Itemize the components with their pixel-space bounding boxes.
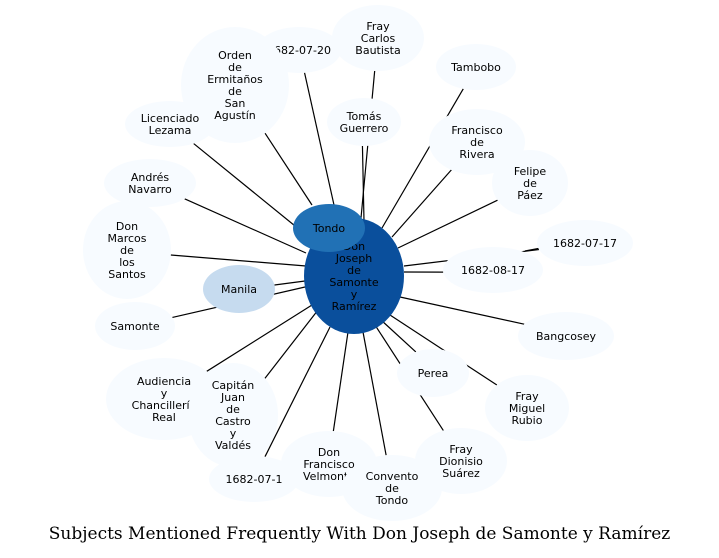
edge-manila — [274, 280, 306, 286]
node-label-bangcosey: Bangcosey — [536, 330, 597, 343]
edge-extra-1682-07-17 — [524, 247, 542, 252]
node-shape-marcos — [83, 201, 171, 299]
node-shape-perea — [397, 349, 469, 397]
node-label-manila: Manila — [221, 283, 257, 296]
edge-licenciado — [193, 143, 301, 231]
node-label-1682-08-17: 1682-08-17 — [461, 264, 525, 277]
edge-orden — [264, 132, 313, 206]
edge-capitan — [264, 309, 319, 379]
node-1682-07-17: 1682-07-17 — [537, 220, 633, 266]
node-shape-fray-carlos — [332, 5, 424, 71]
edge-tambobo — [381, 88, 464, 229]
edge-1682-07-20 — [303, 72, 335, 206]
node-shape-bangcosey — [518, 312, 614, 360]
node-shape-felipe — [492, 150, 568, 216]
node-label-tambobo: Tambobo — [450, 61, 501, 74]
node-perea: Perea — [397, 349, 469, 397]
node-shape-licenciado — [125, 101, 215, 147]
node-shape-francisco-rivera — [429, 109, 525, 175]
node-label-tondo: Tondo — [312, 222, 346, 235]
edge-marcos — [170, 254, 307, 267]
edge-velmonte — [332, 331, 349, 432]
node-tondo: Tondo — [293, 204, 365, 252]
node-manila: Manila — [203, 265, 275, 313]
node-shape-1682-07-1x — [209, 456, 299, 502]
edge-bangcosey — [399, 296, 525, 325]
diagram-caption: Subjects Mentioned Frequently With Don J… — [48, 524, 671, 544]
node-shape-tambobo — [436, 44, 516, 90]
node-shape-manila — [203, 265, 275, 313]
node-label-samonte: Samonte — [110, 320, 159, 333]
node-1682-07-1x: 1682-07-1 — [209, 456, 299, 502]
node-shape-tomas — [327, 98, 401, 146]
edge-andres — [184, 198, 307, 254]
node-bangcosey: Bangcosey — [518, 312, 614, 360]
node-1682-08-17: 1682-08-17 — [443, 247, 543, 293]
node-shape-capitan — [188, 363, 278, 467]
node-label-perea: Perea — [418, 367, 449, 380]
edge-tomas — [361, 145, 365, 222]
node-shape-1682-08-17 — [443, 247, 543, 293]
node-shape-andres — [104, 159, 196, 207]
node-samonte: Samonte — [95, 302, 175, 350]
edge-francisco-rivera — [391, 169, 452, 238]
node-label-1682-07-17: 1682-07-17 — [553, 237, 617, 250]
edge-perea — [380, 319, 417, 353]
node-shape-1682-07-17 — [537, 220, 633, 266]
edge-fray-miguel — [389, 314, 498, 386]
node-tambobo: Tambobo — [436, 44, 516, 90]
node-shape-samonte — [95, 302, 175, 350]
node-label-1682-07-1x: 1682-07-1 — [226, 473, 283, 486]
node-shape-convento — [342, 455, 442, 521]
edge-1682-07-1x — [264, 326, 331, 457]
node-label-1682-07-20: 1682-07-20 — [267, 44, 331, 57]
edge-audiencia — [206, 304, 313, 372]
node-shape-tondo — [293, 204, 365, 252]
edge-convento — [362, 331, 387, 456]
node-shape-fray-miguel — [485, 375, 569, 441]
edge-felipe — [397, 199, 498, 249]
